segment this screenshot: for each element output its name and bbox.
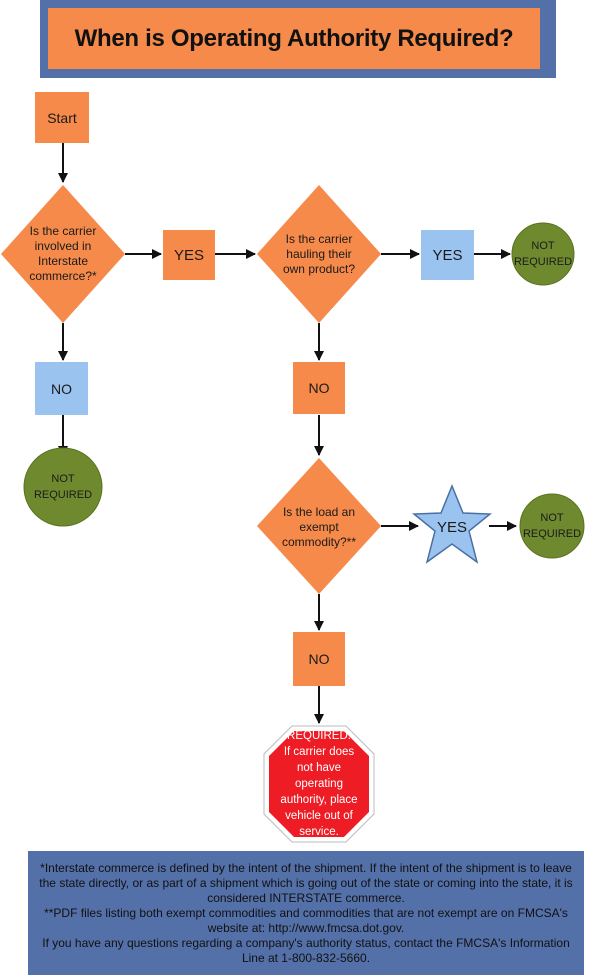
decision-text-q2: Is the carrier hauling their own product… — [282, 231, 356, 276]
yes-star-label: YES — [436, 518, 467, 536]
decision-text-q1: Is the carrier involved in Interstate co… — [29, 224, 97, 283]
decision-diamond-q1 — [1, 185, 125, 323]
yes-box-1: YES — [163, 230, 215, 280]
stop-octagon — [269, 731, 369, 837]
footer-note-contact: If you have any questions regarding a co… — [42, 935, 570, 965]
footer-note-exempt: **PDF files listing both exempt commodit… — [44, 905, 568, 935]
terminal-circle-2 — [511, 222, 575, 286]
decision-diamond-q2 — [257, 185, 381, 323]
decision-text-q3: Is the load an exempt commodity?** — [281, 505, 357, 549]
footer-note-interstate: *Interstate commerce is defined by the i… — [39, 860, 573, 905]
decision-diamond-q3 — [257, 458, 381, 594]
not-required-label-3: NOT REQUIRED — [522, 512, 582, 540]
star-shape-yes3 — [411, 484, 493, 564]
not-required-label-1: NOT REQUIRED — [33, 473, 93, 501]
terminal-circle-1 — [23, 447, 103, 527]
required-stop-text: REQUIRED. If carrier does not have opera… — [280, 730, 358, 838]
yes-box-2: YES — [421, 230, 474, 280]
not-required-label-2: NOT REQUIRED — [513, 240, 573, 268]
no-box-2: NO — [293, 362, 345, 414]
terminal-circle-3 — [519, 493, 585, 559]
start-box: Start — [35, 92, 89, 143]
no-box-1: NO — [35, 362, 88, 415]
footer-notes: *Interstate commerce is defined by the i… — [28, 851, 584, 975]
page-title: When is Operating Authority Required? — [48, 8, 540, 69]
connectors — [58, 143, 517, 724]
no-box-3: NO — [293, 632, 345, 686]
